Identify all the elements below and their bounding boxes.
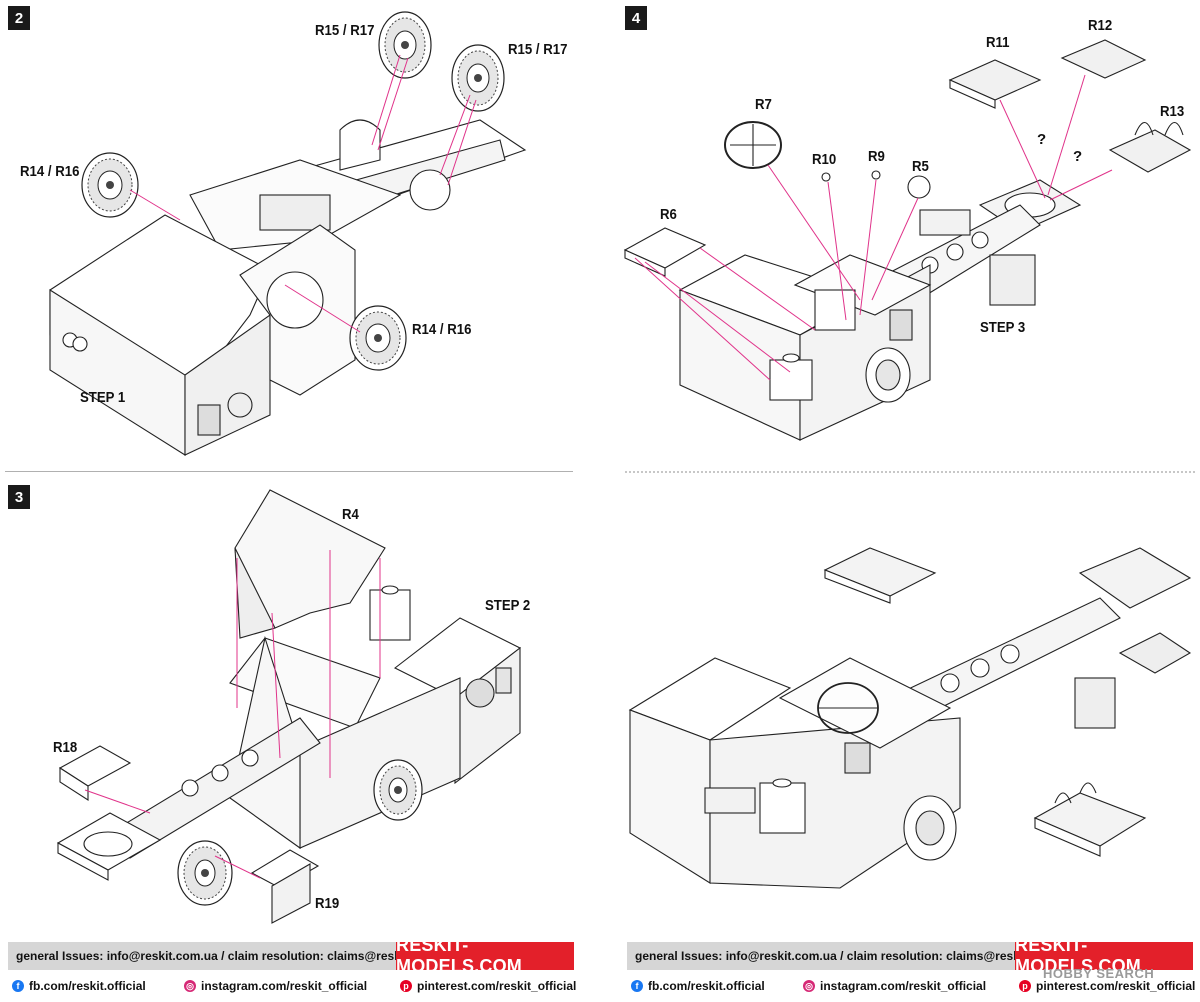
assembly-drawing <box>628 547 1192 889</box>
step-reference: STEP 3 <box>980 319 1026 336</box>
watermark: HOBBY SEARCH <box>1043 966 1155 981</box>
instagram-icon: ◎ <box>803 980 815 992</box>
brand-link[interactable]: RESKIT-MODELS.COM <box>1015 935 1193 976</box>
callout-r14-r16-left: R14 / R16 <box>20 163 80 180</box>
step-badge: 2 <box>8 6 30 30</box>
assembly-drawing <box>49 11 527 456</box>
contact-bar: general Issues: info@reskit.com.ua / cla… <box>8 942 454 970</box>
pinterest-link[interactable]: p pinterest.com/reskit_official <box>400 976 576 996</box>
pinterest-link[interactable]: p pinterest.com/reskit_official <box>1019 976 1195 996</box>
assembly-drawing <box>56 489 522 924</box>
step-reference: STEP 1 <box>80 389 126 406</box>
question-mark: ? <box>1073 148 1083 165</box>
pinterest-label: pinterest.com/reskit_official <box>1036 979 1196 993</box>
instagram-link[interactable]: ◎ instagram.com/reskit_official <box>184 976 367 996</box>
callout-r4: R4 <box>342 506 359 523</box>
pinterest-icon: p <box>1019 980 1031 992</box>
callout-r5: R5 <box>912 158 929 175</box>
callout-r19: R19 <box>315 895 340 912</box>
panel-step-3: 3 <box>0 478 600 938</box>
callout-r10: R10 <box>812 151 837 168</box>
callout-r15-r17-right: R15 / R17 <box>508 41 568 58</box>
brand-link[interactable]: RESKIT-MODELS.COM <box>396 935 574 976</box>
facebook-label: fb.com/reskit.official <box>648 979 765 993</box>
contact-bar: general Issues: info@reskit.com.ua / cla… <box>627 942 1073 970</box>
instagram-label: instagram.com/reskit_official <box>201 979 368 993</box>
pinterest-label: pinterest.com/reskit_official <box>417 979 577 993</box>
facebook-icon: f <box>631 980 643 992</box>
instagram-link[interactable]: ◎ instagram.com/reskit_official <box>803 976 986 996</box>
question-mark: ? <box>1037 131 1047 148</box>
footer-left: general Issues: info@reskit.com.ua / cla… <box>8 935 578 1002</box>
callout-r7: R7 <box>755 96 772 113</box>
footer-right: general Issues: info@reskit.com.ua / cla… <box>627 935 1197 1002</box>
panel-step-2: 2 <box>0 0 600 470</box>
callout-r15-r17-left: R15 / R17 <box>315 22 375 39</box>
wheel-icon <box>81 11 505 371</box>
callout-r9: R9 <box>868 148 885 165</box>
step-reference: STEP 2 <box>485 597 531 614</box>
facebook-label: fb.com/reskit.official <box>29 979 146 993</box>
facebook-link[interactable]: f fb.com/reskit.official <box>631 976 765 996</box>
panel-step-4: 4 <box>600 0 1200 470</box>
facebook-icon: f <box>12 980 24 992</box>
callout-r6: R6 <box>660 206 677 223</box>
callout-r13: R13 <box>1160 103 1185 120</box>
panel-divider <box>625 471 1195 473</box>
instagram-label: instagram.com/reskit_official <box>820 979 987 993</box>
assembly-drawing <box>623 39 1192 441</box>
pinterest-icon: p <box>400 980 412 992</box>
panel-divider <box>5 471 573 472</box>
panel-result <box>600 478 1200 938</box>
step-badge: 3 <box>8 485 30 509</box>
wheel-icon <box>177 759 423 906</box>
callout-r18: R18 <box>53 739 78 756</box>
callout-r12: R12 <box>1088 17 1113 34</box>
callout-r11: R11 <box>986 34 1010 51</box>
step-badge: 4 <box>625 6 647 30</box>
callout-r14-r16-right: R14 / R16 <box>412 321 472 338</box>
facebook-link[interactable]: f fb.com/reskit.official <box>12 976 146 996</box>
instagram-icon: ◎ <box>184 980 196 992</box>
